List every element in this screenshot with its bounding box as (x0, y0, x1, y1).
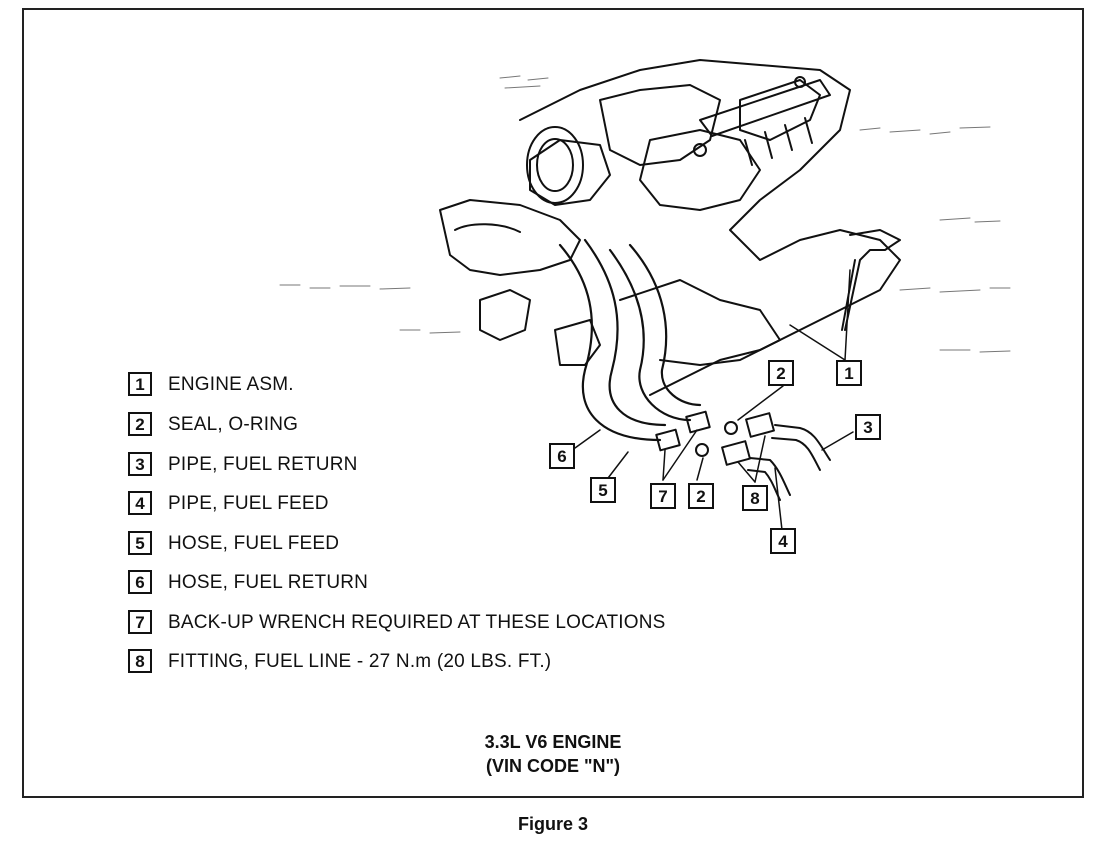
legend-number: 2 (128, 412, 152, 436)
callout-2-upper: 2 (768, 360, 794, 386)
legend-label: HOSE, FUEL RETURN (168, 572, 369, 593)
callout-8: 8 (742, 485, 768, 511)
callout-1: 1 (836, 360, 862, 386)
legend-label: BACK-UP WRENCH REQUIRED AT THESE LOCATIO… (168, 612, 666, 633)
legend-number: 5 (128, 531, 152, 555)
diagram-caption-line2: (VIN CODE "N") (485, 756, 621, 776)
legend-number: 4 (128, 491, 152, 515)
diagram-frame (22, 8, 1084, 798)
legend-label: FITTING, FUEL LINE - 27 N.m (20 LBS. FT.… (168, 651, 552, 672)
fuel-hoses (558, 238, 702, 442)
callout-2-lower: 2 (688, 483, 714, 509)
legend-label: PIPE, FUEL FEED (168, 493, 329, 514)
callout-3: 3 (855, 414, 881, 440)
legend-number: 7 (128, 610, 152, 634)
legend-label: HOSE, FUEL FEED (168, 533, 340, 554)
fuel-rail (693, 76, 831, 166)
callout-6: 6 (549, 443, 575, 469)
diagram-caption-line1: 3.3L V6 ENGINE (484, 732, 622, 752)
legend-number: 3 (128, 452, 152, 476)
engine-block (439, 59, 901, 396)
throttle-body (526, 126, 584, 204)
callout-4: 4 (770, 528, 796, 554)
leader-lines (574, 269, 854, 531)
callout-5: 5 (590, 477, 616, 503)
figure-label: Figure 3 (517, 814, 588, 834)
legend-label: PIPE, FUEL RETURN (168, 454, 358, 475)
callout-7: 7 (650, 483, 676, 509)
legend-number: 6 (128, 570, 152, 594)
dipstick (841, 229, 901, 331)
stipple-marks (279, 75, 1011, 353)
legend-number: 8 (128, 649, 152, 673)
fuel-fittings (655, 410, 775, 466)
legend-label: SEAL, O-RING (168, 414, 299, 435)
legend-number: 1 (128, 372, 152, 396)
legend-label: ENGINE ASM. (168, 374, 294, 395)
